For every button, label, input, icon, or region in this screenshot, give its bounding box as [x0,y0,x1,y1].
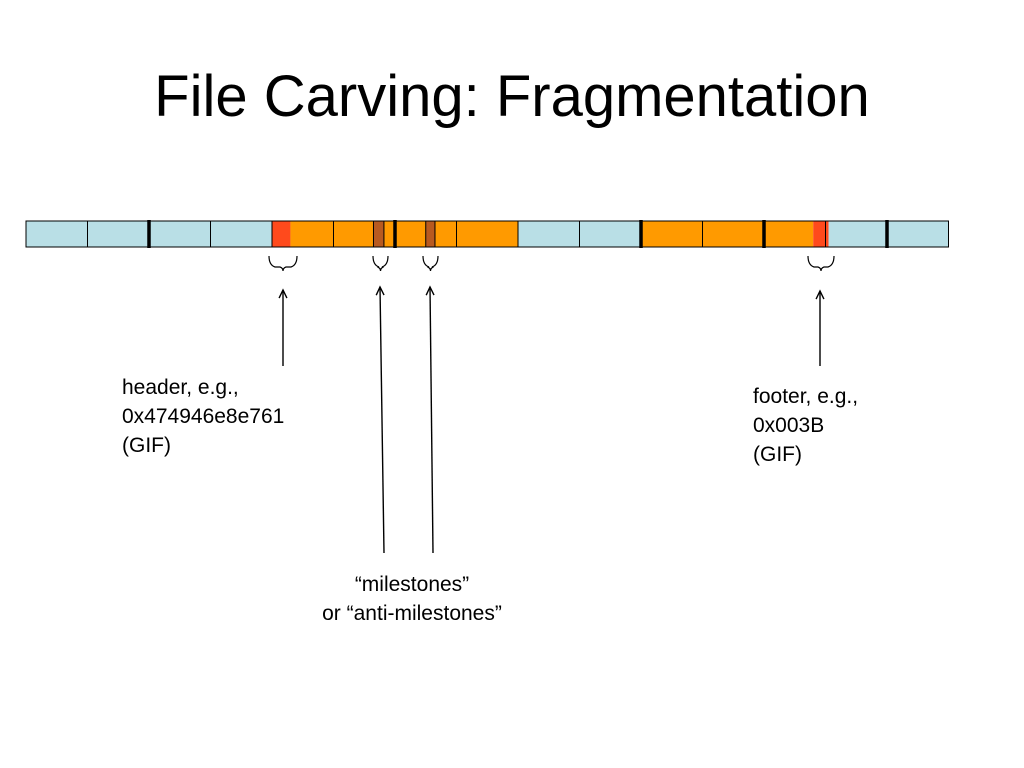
strip-segment-file [641,221,814,247]
header-brace [268,255,298,272]
milestones-label-line: or “anti-milestones” [322,602,502,625]
footer-arrow-head [815,289,825,300]
strip-segment-file [434,221,518,247]
header-label-line: header, e.g., [122,376,239,399]
header-arrow-head [278,288,288,299]
header-label: header, e.g., 0x474946e8e761 (GIF) [122,373,284,460]
milestone-arrow [379,286,385,554]
strip-segment-header [272,221,291,247]
milestone-arrow-head [375,285,385,296]
footer-label: footer, e.g., 0x003B (GIF) [753,382,858,469]
header-label-line: 0x474946e8e761 [122,405,285,428]
milestone-brace [372,255,389,272]
slide-title: File Carving: Fragmentation [154,64,870,129]
milestones-label: “milestones” or “anti-milestones” [262,570,562,628]
cluster-strip [25,220,949,248]
strip-segment-milestone [425,221,435,247]
strip-segment-file [290,221,374,247]
milestones-label-line: “milestones” [354,573,470,596]
header-label-line: (GIF) [122,434,171,457]
strip-segment-file [383,221,426,247]
milestone-brace [422,255,439,272]
anti-milestone-arrow-head [425,285,435,296]
strip-segment-footer [813,221,829,247]
footer-label-line: (GIF) [753,443,802,466]
footer-brace [807,255,835,272]
anti-milestone-arrow [429,286,434,554]
footer-label-line: footer, e.g., [753,385,859,408]
strip-segment-milestone [373,221,384,247]
footer-label-line: 0x003B [753,414,825,437]
